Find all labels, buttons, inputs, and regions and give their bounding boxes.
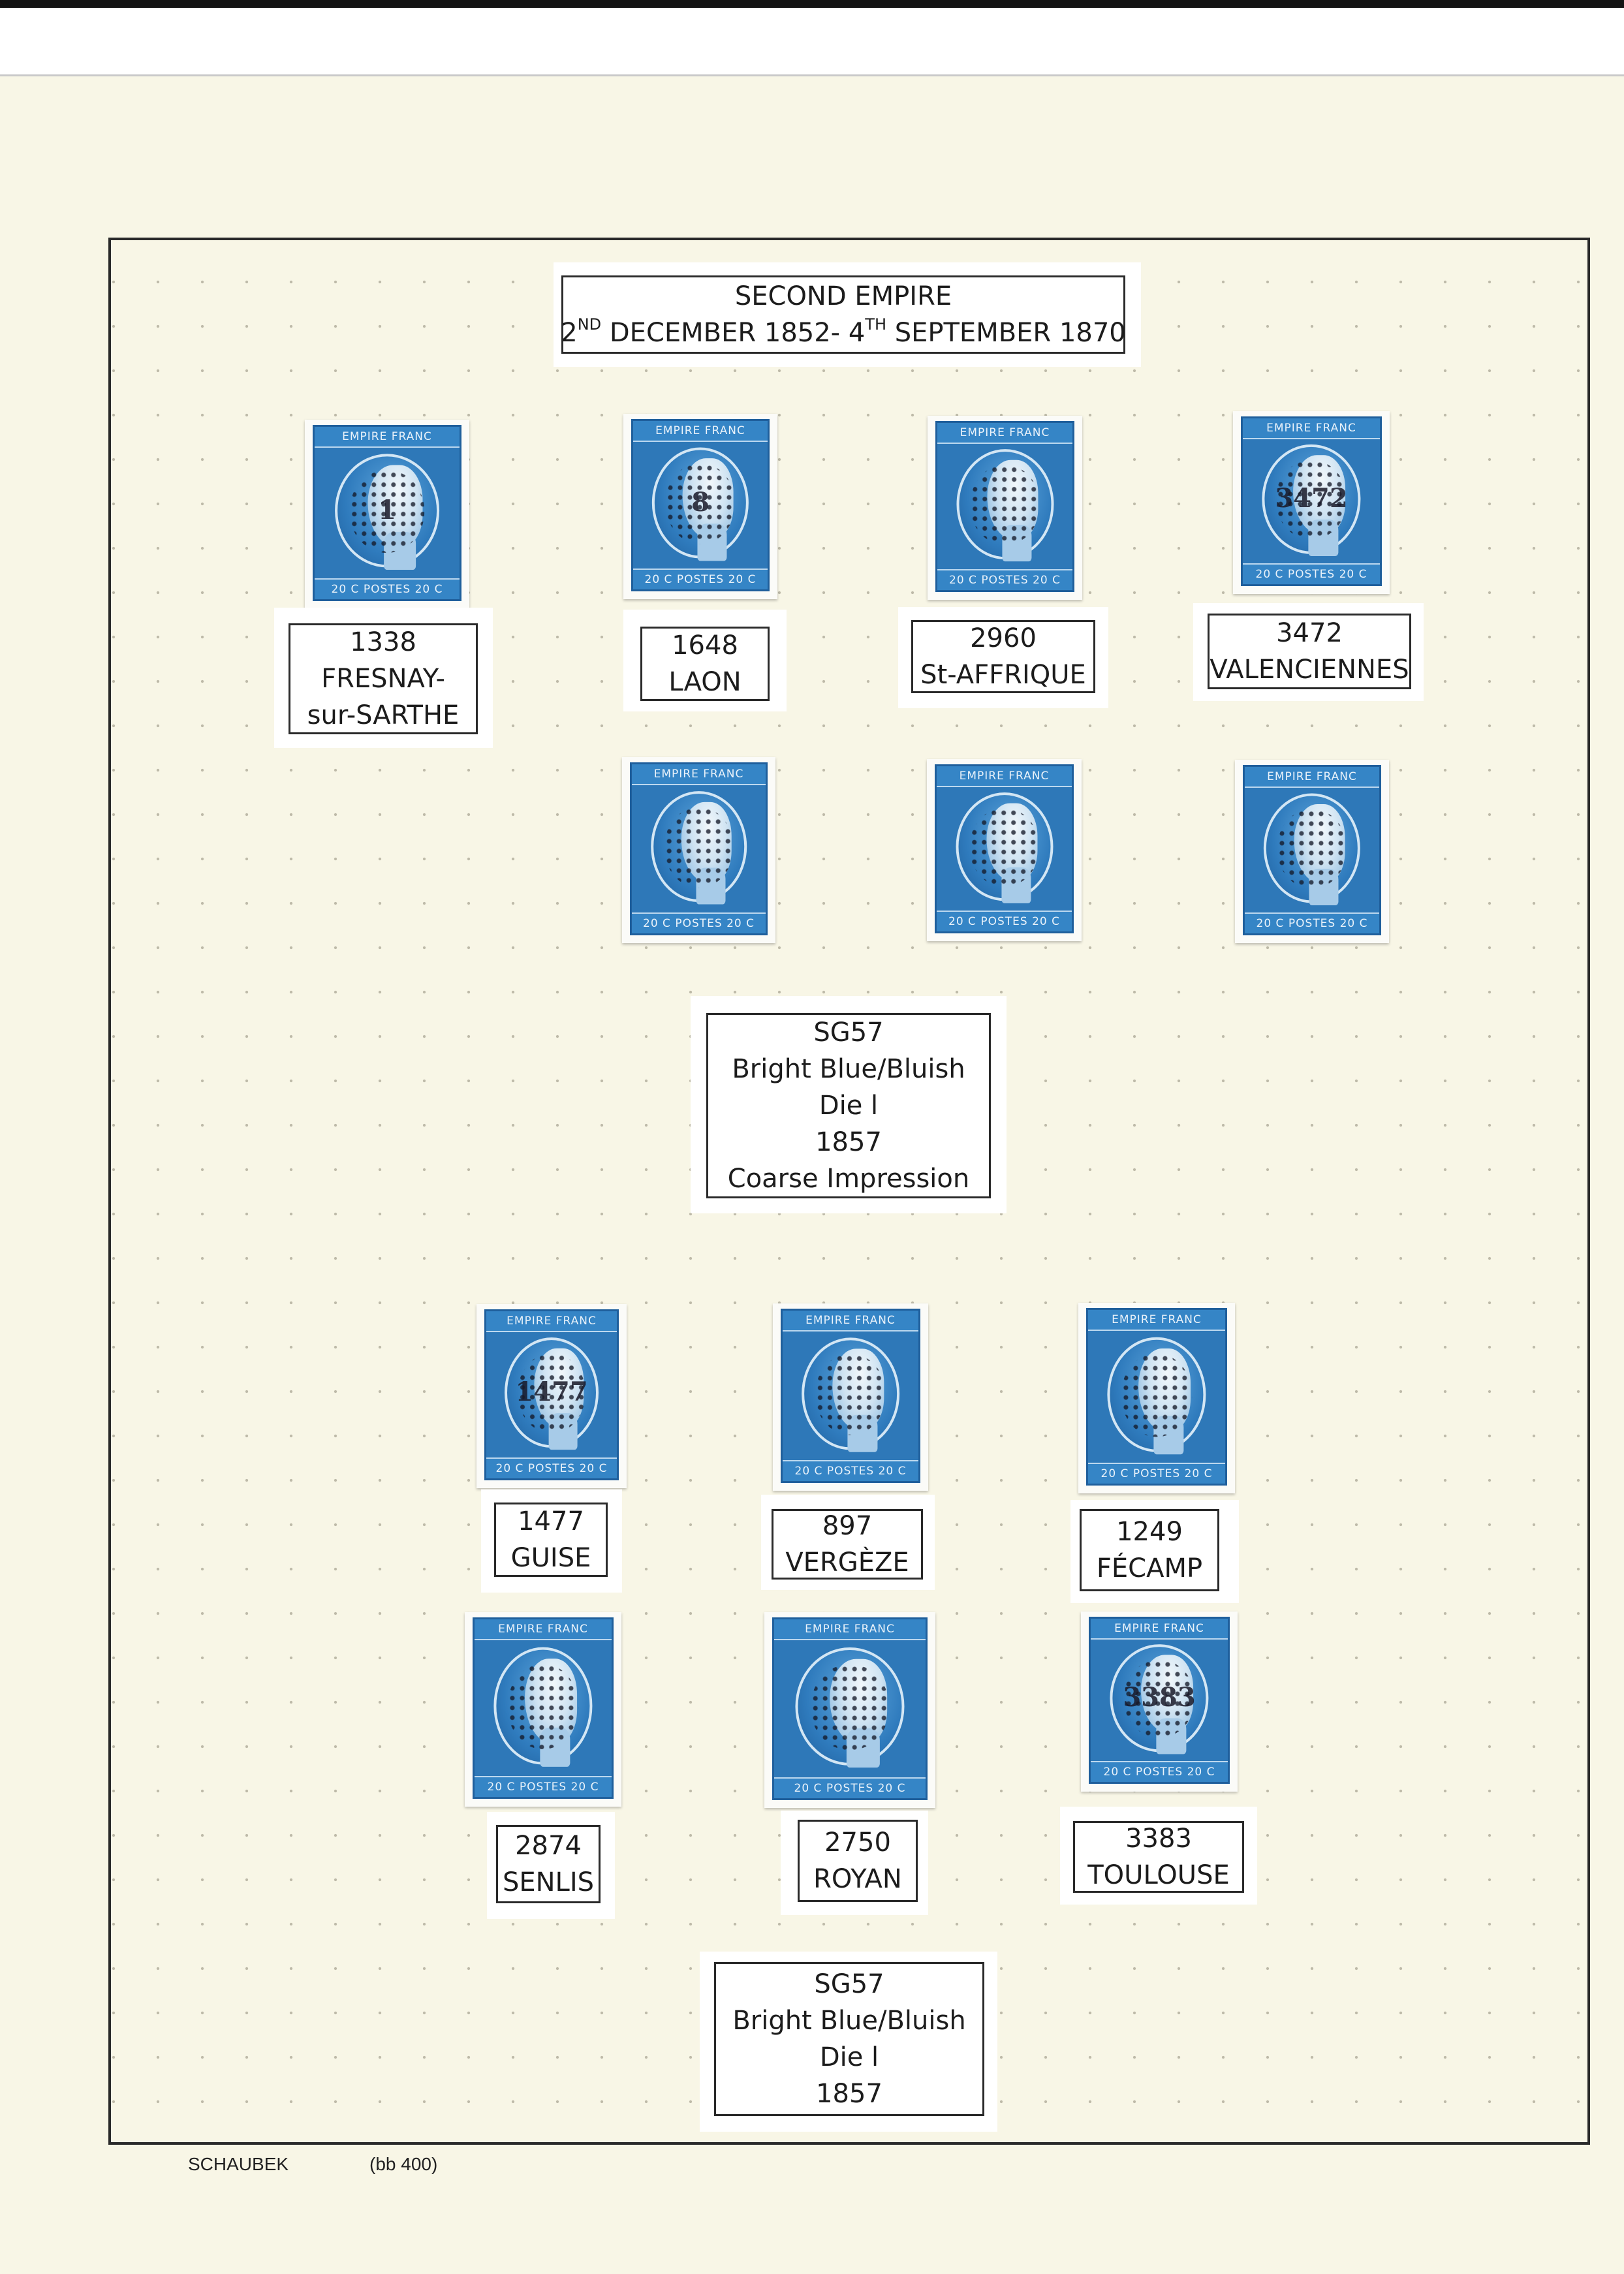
numeral-cancel [507, 1664, 579, 1749]
cancel-label-3472: 3472 VALENCIENNES [1193, 603, 1424, 701]
die: Die l [819, 2042, 879, 2072]
stamp-897: EMPIRE FRANC 20 C POSTES 20 C [773, 1303, 928, 1491]
stamp-design: EMPIRE FRANC 20 C POSTES 20 C [473, 1617, 614, 1799]
cancel-label-1648: 1648 LAON [623, 610, 787, 711]
cancel-number: 2874 [515, 1831, 582, 1861]
numeral-cancel [810, 1664, 890, 1751]
numeral-cancel [1123, 1659, 1195, 1738]
stamp-1648: EMPIRE FRANC 8 20 C POSTES 20 C [623, 414, 777, 599]
cancel-label-2750: 2750 ROYAN [781, 1811, 928, 1915]
numeral-cancel [815, 1353, 886, 1435]
stamp-design: EMPIRE FRANC 20 C POSTES 20 C [781, 1309, 920, 1483]
numeral-cancel [1277, 808, 1347, 889]
impression: Coarse Impression [727, 1164, 970, 1194]
cancel-label-2960: 2960 St-AFFRIQUE [898, 607, 1108, 708]
stamp-unassigned-1: EMPIRE FRANC 20 C POSTES 20 C [622, 757, 775, 943]
cancel-number: 3383 [1125, 1824, 1192, 1854]
cancel-town: ROYAN [813, 1864, 902, 1894]
stamp-design: EMPIRE FRANC 1477 20 C POSTES 20 C [484, 1309, 619, 1480]
sg-number: SG57 [813, 1018, 884, 1048]
cancel-town: GUISE [510, 1543, 591, 1573]
numeral-cancel [969, 465, 1040, 545]
cancel-label-2874: 2874 SENLIS [487, 1812, 615, 1919]
cancel-number: 2960 [970, 623, 1037, 653]
shade: Bright Blue/Bluish [732, 2006, 966, 2036]
stamp-3383: EMPIRE FRANC 3383 20 C POSTES 20 C [1081, 1612, 1238, 1792]
stamp-1338: EMPIRE FRANC 1 20 C POSTES 20 C [305, 420, 469, 609]
cancel-label-1249: 1249 FÉCAMP [1070, 1500, 1239, 1603]
cancel-town: SENLIS [502, 1867, 595, 1897]
stamp-2874: EMPIRE FRANC 20 C POSTES 20 C [465, 1612, 621, 1807]
stamp-design: EMPIRE FRANC 20 C POSTES 20 C [935, 421, 1074, 592]
cancel-number: 1477 [518, 1506, 584, 1536]
scanner-margin [0, 8, 1624, 74]
footer-page-ref: (bb 400) [369, 2154, 438, 2174]
stamp-design: EMPIRE FRANC 20 C POSTES 20 C [630, 762, 768, 935]
cancel-town: St-AFFRIQUE [920, 660, 1086, 690]
cancel-town: FÉCAMP [1096, 1553, 1203, 1583]
cancel-town-line2: sur-SARTHE [307, 700, 460, 730]
stamp-1249: EMPIRE FRANC 20 C POSTES 20 C [1078, 1303, 1235, 1493]
cancel-number: 3472 [1276, 618, 1343, 648]
cancel-label-897: 897 VERGÈZE [761, 1495, 935, 1590]
cancel-label-3383: 3383 TOULOUSE [1060, 1807, 1257, 1905]
cancel-town: VALENCIENNES [1210, 655, 1409, 685]
cancel-town: LAON [668, 667, 742, 697]
numeral-cancel [1121, 1353, 1193, 1437]
description-label-1: SG57 Bright Blue/Bluish Die l 1857 Coars… [691, 996, 1007, 1213]
stamp-design: EMPIRE FRANC 3383 20 C POSTES 20 C [1089, 1617, 1230, 1784]
cancel-label-1338: 1338 FRESNAY- sur-SARTHE [274, 608, 493, 748]
stamp-design: EMPIRE FRANC 20 C POSTES 20 C [1086, 1308, 1227, 1486]
stamp-1477: EMPIRE FRANC 1477 20 C POSTES 20 C [476, 1304, 627, 1488]
cancel-town: VERGÈZE [785, 1548, 909, 1578]
numeral-cancel [518, 1353, 586, 1433]
cancel-town: TOULOUSE [1087, 1860, 1230, 1890]
page-title: SECOND EMPIRE [734, 281, 952, 311]
stamp-unassigned-3: EMPIRE FRANC 20 C POSTES 20 C [1235, 760, 1389, 943]
cancel-number: 1648 [672, 631, 738, 661]
stamp-3472: EMPIRE FRANC 3472 20 C POSTES 20 C [1233, 411, 1390, 594]
numeral-cancel [969, 807, 1040, 887]
description-label-2: SG57 Bright Blue/Bluish Die l 1857 [700, 1952, 997, 2132]
year: 1857 [815, 1127, 882, 1157]
stamp-design: EMPIRE FRANC 1 20 C POSTES 20 C [313, 425, 461, 601]
cancel-number: 2750 [824, 1828, 891, 1858]
scanner-top-edge [0, 0, 1624, 8]
numeral-cancel [665, 463, 736, 544]
stamp-design: EMPIRE FRANC 20 C POSTES 20 C [772, 1617, 928, 1800]
footer-publisher: SCHAUBEK [188, 2154, 289, 2174]
cancel-number: 1338 [350, 627, 416, 657]
stamp-unassigned-2: EMPIRE FRANC 20 C POSTES 20 C [927, 759, 1082, 941]
page-title-label: SECOND EMPIRE 2ND DECEMBER 1852- 4TH SEP… [554, 262, 1141, 367]
cancel-number: 897 [822, 1511, 873, 1541]
die: Die l [819, 1091, 879, 1121]
stamp-2750: EMPIRE FRANC 20 C POSTES 20 C [764, 1612, 935, 1808]
sg-number: SG57 [814, 1969, 884, 1999]
stamp-design: EMPIRE FRANC 20 C POSTES 20 C [1243, 765, 1381, 935]
numeral-cancel [664, 806, 734, 888]
numeral-cancel [349, 470, 425, 553]
numeral-cancel [1275, 459, 1347, 540]
shade: Bright Blue/Bluish [732, 1054, 965, 1084]
stamp-design: EMPIRE FRANC 20 C POSTES 20 C [935, 764, 1074, 933]
cancel-number: 1249 [1116, 1517, 1183, 1547]
stamp-2960: EMPIRE FRANC 20 C POSTES 20 C [928, 416, 1082, 600]
page-top-edge [0, 74, 1624, 76]
stamp-design: EMPIRE FRANC 8 20 C POSTES 20 C [631, 419, 770, 591]
cancel-town: FRESNAY- [321, 664, 445, 694]
cancel-label-1477: 1477 GUISE [481, 1489, 622, 1593]
year: 1857 [816, 2079, 882, 2109]
stamp-design: EMPIRE FRANC 3472 20 C POSTES 20 C [1241, 416, 1382, 586]
page-subtitle: 2ND DECEMBER 1852- 4TH SEPTEMBER 1870 [561, 315, 1126, 348]
